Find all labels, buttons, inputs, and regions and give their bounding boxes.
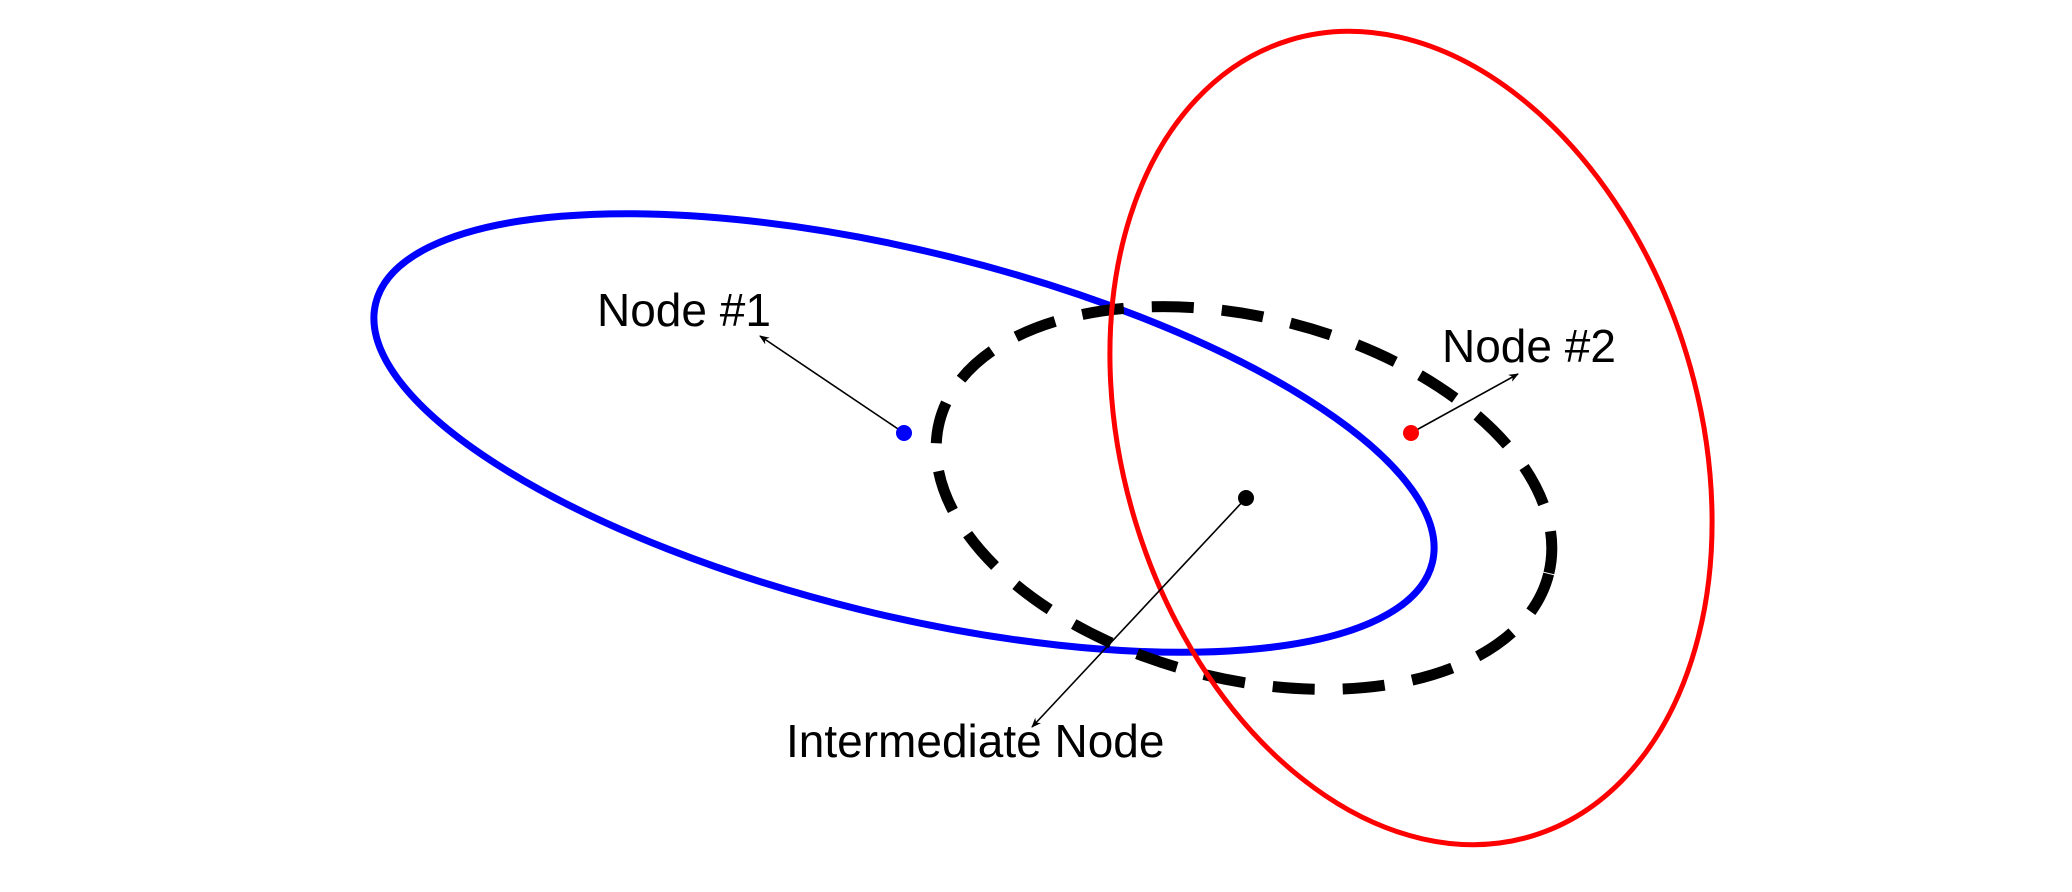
intermediate-ellipse <box>930 301 1558 695</box>
intermediate-arrow <box>1031 497 1247 728</box>
node1-arrow <box>759 335 905 434</box>
node2-label: Node #2 <box>1442 320 1616 372</box>
node1-point <box>896 425 912 441</box>
node1-ellipse <box>370 210 1438 656</box>
node2-arrow <box>1410 373 1519 434</box>
node1-label: Node #1 <box>597 284 771 336</box>
node2-ellipse <box>1107 28 1715 848</box>
intermediate-label: Intermediate Node <box>786 715 1164 767</box>
node2-point <box>1403 425 1419 441</box>
intermediate-point <box>1238 490 1254 506</box>
